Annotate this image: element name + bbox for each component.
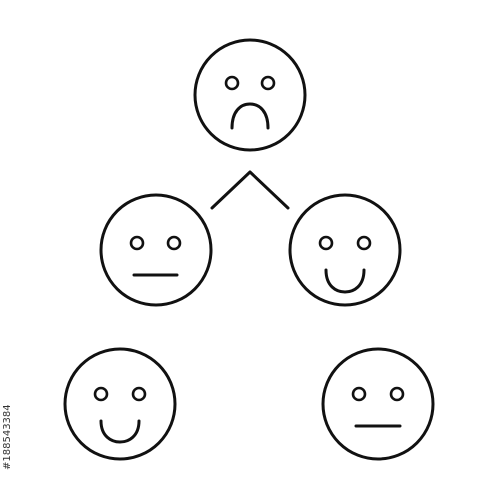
stock-id-watermark: #188543384 [2, 404, 13, 470]
eye-icon [131, 386, 147, 402]
neutral-face-icon [99, 193, 213, 307]
eye-icon [389, 386, 405, 402]
eye-icon [351, 386, 367, 402]
eye-icon [260, 75, 276, 91]
happy-face-icon [63, 347, 177, 461]
sad-face-icon [193, 38, 307, 152]
eye-icon [224, 75, 240, 91]
happy-face-icon [288, 193, 402, 307]
neutral-face-icon [321, 347, 435, 461]
eye-icon [356, 235, 372, 251]
smile-mouth [324, 268, 366, 294]
eye-icon [166, 235, 182, 251]
connector-line [210, 170, 290, 210]
eye-icon [93, 386, 109, 402]
frown-mouth [230, 102, 270, 130]
smile-mouth [99, 419, 141, 444]
eye-icon [129, 235, 145, 251]
eye-icon [318, 235, 334, 251]
